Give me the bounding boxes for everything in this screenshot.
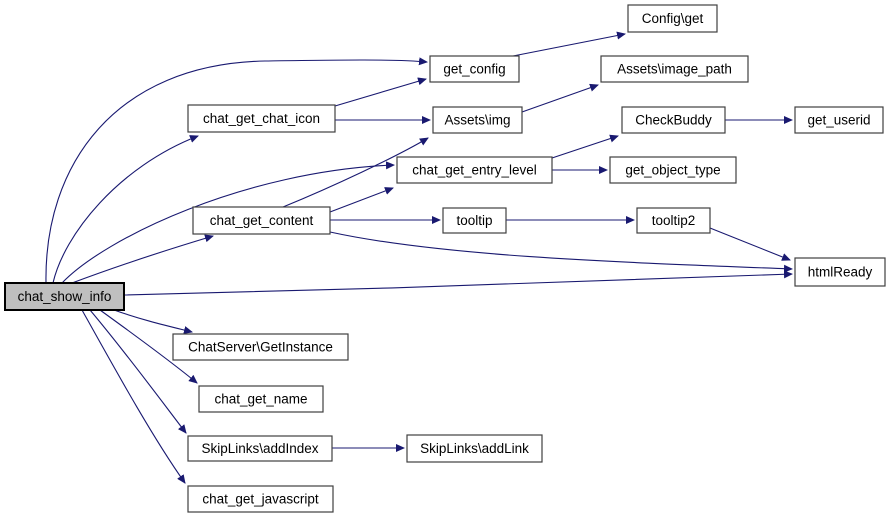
edge-assets_img-to-assets_image_path: [521, 83, 599, 113]
node-label-assets_image_path: Assets\image_path: [617, 62, 732, 77]
edge-chat_show_info-to-chat_get_javascript: [81, 309, 186, 484]
node-label-chat_get_name: chat_get_name: [214, 392, 307, 407]
node-get_config: get_config: [429, 55, 520, 83]
edge-chat_show_info-to-chat_get_content: [71, 234, 214, 284]
node-box-htmlready[interactable]: [794, 257, 886, 287]
edge-chat_show_info-to-get_config: [45, 57, 428, 284]
node-tooltip: tooltip: [442, 207, 507, 234]
node-skiplinks_addindex: SkipLinks\addIndex: [187, 435, 333, 462]
node-label-tooltip: tooltip: [456, 213, 492, 228]
edges-layer: [45, 31, 793, 484]
node-label-chatserver_getinstance: ChatServer\GetInstance: [188, 340, 333, 355]
node-label-chat_get_javascript: chat_get_javascript: [202, 492, 319, 507]
node-label-chat_get_content: chat_get_content: [210, 213, 314, 228]
node-label-checkbuddy: CheckBuddy: [635, 113, 712, 128]
node-chat_get_javascript: chat_get_javascript: [187, 485, 334, 513]
edge-chat_get_content-to-htmlready: [329, 231, 793, 273]
node-label-skiplinks_addindex: SkipLinks\addIndex: [201, 441, 318, 456]
edge-tooltip2-to-htmlready: [709, 227, 791, 261]
node-chatserver_getinstance: ChatServer\GetInstance: [172, 333, 349, 361]
node-label-htmlready: htmlReady: [808, 265, 873, 280]
node-box-chat_get_chat_icon[interactable]: [187, 104, 336, 133]
node-box-tooltip[interactable]: [442, 207, 507, 234]
node-box-config_get[interactable]: [627, 4, 718, 33]
node-config_get: Config\get: [627, 4, 718, 33]
node-box-checkbuddy[interactable]: [621, 106, 726, 134]
node-label-assets_img: Assets\img: [444, 113, 510, 128]
node-get_object_type: get_object_type: [609, 156, 737, 184]
node-box-chat_show_info[interactable]: [4, 282, 125, 311]
node-box-get_userid[interactable]: [794, 106, 884, 134]
node-box-chat_get_content[interactable]: [192, 206, 331, 235]
edge-chat_show_info-to-chat_get_entry_level: [61, 161, 395, 284]
node-assets_img: Assets\img: [432, 106, 523, 134]
edge-chat_get_chat_icon-to-get_config: [334, 77, 427, 107]
node-box-chat_get_javascript[interactable]: [187, 485, 334, 513]
node-tooltip2: tooltip2: [636, 207, 711, 234]
node-chat_show_info: chat_show_info: [4, 282, 125, 311]
node-chat_get_name: chat_get_name: [198, 385, 324, 413]
node-label-chat_get_entry_level: chat_get_entry_level: [412, 163, 537, 178]
node-htmlready: htmlReady: [794, 257, 886, 287]
node-chat_get_chat_icon: chat_get_chat_icon: [187, 104, 336, 133]
node-label-get_config: get_config: [443, 62, 505, 77]
node-checkbuddy: CheckBuddy: [621, 106, 726, 134]
edge-chat_show_info-to-chatserver_getinstance: [113, 309, 193, 334]
edge-chat_show_info-to-chat_get_chat_icon: [52, 135, 199, 284]
node-get_userid: get_userid: [794, 106, 884, 134]
edge-chat_show_info-to-skiplinks_addindex: [89, 309, 187, 434]
node-label-config_get: Config\get: [642, 11, 704, 26]
node-box-assets_img[interactable]: [432, 106, 523, 134]
node-box-skiplinks_addindex[interactable]: [187, 435, 333, 462]
node-assets_image_path: Assets\image_path: [600, 55, 749, 83]
node-label-get_userid: get_userid: [807, 113, 870, 128]
node-label-tooltip2: tooltip2: [652, 213, 696, 228]
node-box-chat_get_name[interactable]: [198, 385, 324, 413]
node-box-skiplinks_addlink[interactable]: [406, 434, 543, 463]
node-box-get_config[interactable]: [429, 55, 520, 83]
node-box-tooltip2[interactable]: [636, 207, 711, 234]
edge-chat_get_content-to-assets_img: [282, 137, 429, 208]
node-label-get_object_type: get_object_type: [625, 163, 720, 178]
nodes-layer: chat_show_info chat_get_chat_icon get_conf…: [4, 4, 886, 513]
edge-chat_show_info-to-chat_get_name: [99, 309, 198, 384]
node-label-chat_get_chat_icon: chat_get_chat_icon: [203, 111, 320, 126]
node-box-assets_image_path[interactable]: [600, 55, 749, 83]
node-chat_get_content: chat_get_content: [192, 206, 331, 235]
edge-get_config-to-config_get: [512, 31, 626, 57]
node-box-chat_get_entry_level[interactable]: [396, 156, 553, 184]
edge-chat_show_info-to-htmlready: [123, 270, 793, 296]
node-chat_get_entry_level: chat_get_entry_level: [396, 156, 553, 184]
node-label-skiplinks_addlink: SkipLinks\addLink: [420, 441, 529, 456]
edge-chat_get_entry_level-to-checkbuddy: [551, 134, 619, 159]
node-skiplinks_addlink: SkipLinks\addLink: [406, 434, 543, 463]
node-box-chatserver_getinstance[interactable]: [172, 333, 349, 361]
node-label-chat_show_info: chat_show_info: [18, 289, 112, 304]
edge-chat_get_content-to-chat_get_entry_level: [329, 187, 394, 213]
node-box-get_object_type[interactable]: [609, 156, 737, 184]
